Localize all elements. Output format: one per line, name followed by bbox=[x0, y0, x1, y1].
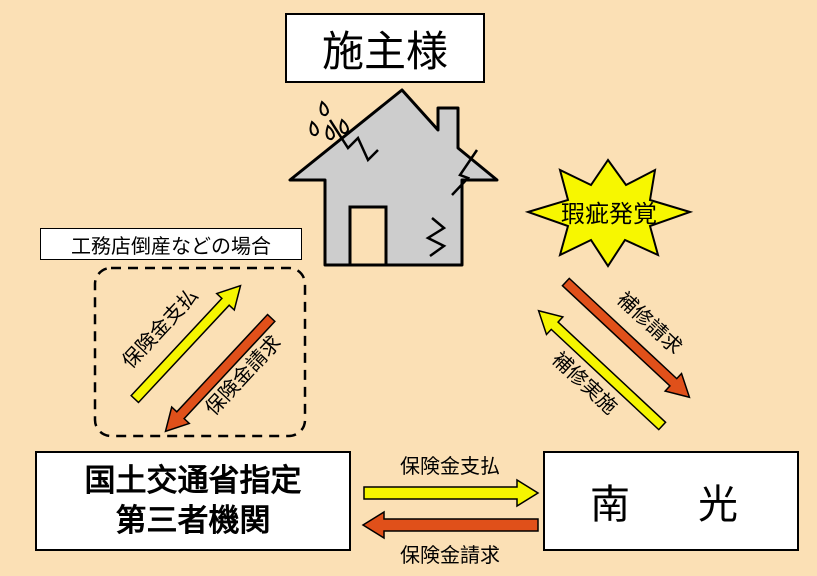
leak-drops-icon bbox=[309, 100, 350, 141]
insurance-payment-arrow bbox=[363, 478, 540, 508]
insurance-claim-arrow bbox=[361, 510, 539, 540]
builder-box: 南 光 bbox=[543, 451, 799, 551]
builder-label: 南 光 bbox=[590, 482, 752, 528]
insurance-claim-diagonal-arrow bbox=[164, 313, 276, 433]
owner-box: 施主様 bbox=[285, 13, 485, 83]
insurance-claim-label: 保険金請求 bbox=[400, 543, 500, 567]
cracked-house-icon bbox=[288, 88, 499, 267]
repair-claim-arrow bbox=[561, 277, 691, 399]
third-party-agency-box: 国土交通省指定 第三者機関 bbox=[35, 451, 351, 551]
insurance-payment-diagonal-label: 保険金支払 bbox=[117, 283, 203, 373]
defect-burst-icon bbox=[524, 158, 694, 268]
insurance-payment-label: 保険金支払 bbox=[400, 454, 500, 478]
defect-label: 瑕疵発覚 bbox=[561, 200, 657, 228]
condition-label-box: 工務店倒産などの場合 bbox=[40, 228, 302, 260]
bankruptcy-dashed-group bbox=[93, 266, 307, 438]
insurance-payment-diagonal-arrow bbox=[130, 284, 242, 404]
repair-claim-label: 補修請求 bbox=[612, 287, 687, 359]
agency-line-2: 第三者機関 bbox=[115, 503, 271, 539]
repair-done-arrow bbox=[537, 309, 667, 431]
condition-label: 工務店倒産などの場合 bbox=[71, 233, 271, 258]
owner-label: 施主様 bbox=[321, 26, 448, 76]
agency-line-1: 国土交通省指定 bbox=[84, 462, 302, 499]
